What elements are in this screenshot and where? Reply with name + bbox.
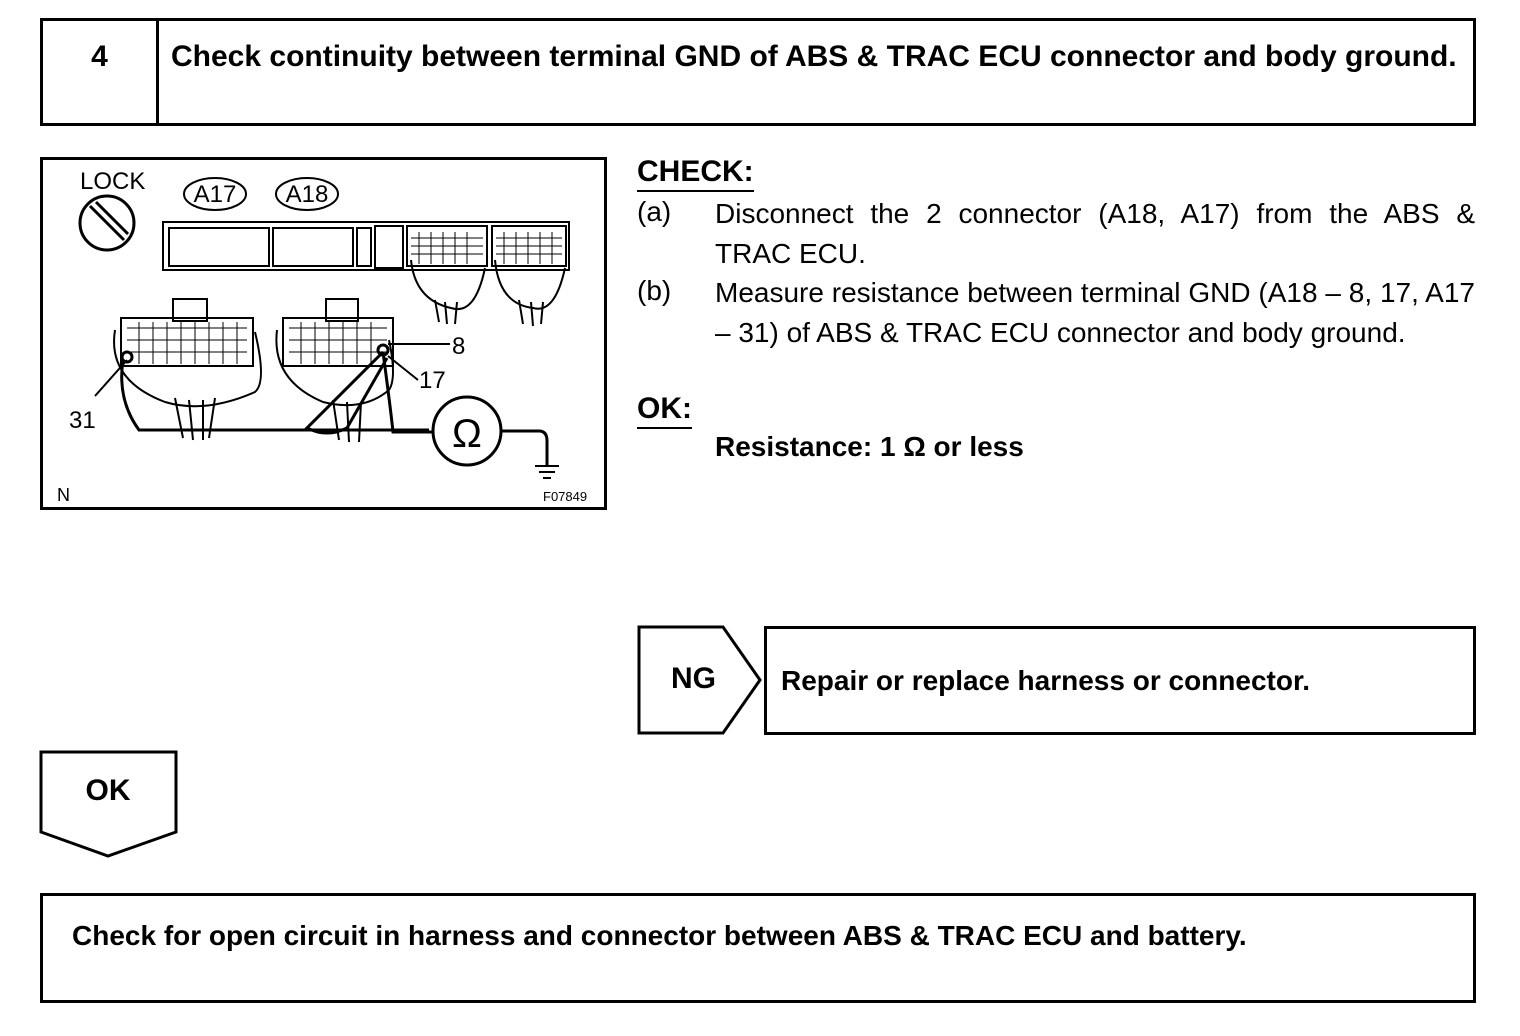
check-item-a-text: Disconnect the 2 connector (A18, A17) fr… (715, 198, 1475, 269)
terminal-8-label: 8 (452, 333, 465, 360)
check-item-a-mark: (a) (637, 196, 672, 227)
test-leads (120, 350, 433, 435)
connector-a18-callout (275, 177, 339, 211)
ok-heading: OK: (637, 392, 692, 429)
connector-a17-label: A17 (194, 181, 237, 208)
check-heading: CHECK: (637, 155, 754, 192)
connector-a18 (275, 298, 394, 443)
next-step-text: Check for open circuit in harness and co… (72, 920, 1247, 951)
check-item-b-text: Measure resistance between terminal GND … (715, 277, 1475, 348)
terminal-17-label: 17 (419, 367, 446, 394)
ok-spec-value: Resistance: 1 Ω or less (715, 431, 1024, 462)
next-step-box: Check for open circuit in harness and co… (40, 893, 1476, 1003)
ng-arrow-icon (637, 625, 762, 735)
step-title: Check continuity between terminal GND of… (171, 40, 1457, 73)
figure-id: F07849 (543, 489, 587, 504)
lock-label: LOCK (80, 168, 145, 195)
ng-label: NG (671, 662, 716, 695)
connector-illustration: LOCK A17 A18 (40, 157, 607, 510)
ground-symbol-icon (535, 465, 559, 479)
ok-branch-label: OK (85, 774, 131, 807)
terminal-17-leader (387, 355, 419, 381)
connector-a17 (113, 298, 262, 441)
step-number: 4 (91, 40, 108, 73)
step-divider (156, 21, 159, 123)
terminal-31-leader (94, 359, 128, 397)
ng-action-box: Repair or replace harness or connector. (764, 626, 1476, 735)
ohm-symbol: Ω (452, 412, 482, 456)
figure-corner-code: N (57, 485, 70, 505)
ohmmeter: Ω (431, 395, 549, 467)
abs-trac-ecu (162, 221, 570, 327)
ok-arrow-icon (39, 750, 178, 858)
lock-icon (78, 194, 136, 252)
check-item-b-mark: (b) (637, 275, 672, 306)
terminal-31-label: 31 (69, 407, 96, 434)
step-header: 4 Check continuity between terminal GND … (40, 18, 1476, 126)
connector-diagram: LOCK A17 A18 (57, 168, 587, 505)
connector-a17-callout (183, 177, 247, 211)
connector-a18-label: A18 (286, 181, 329, 208)
ng-action-text: Repair or replace harness or connector. (781, 665, 1311, 696)
